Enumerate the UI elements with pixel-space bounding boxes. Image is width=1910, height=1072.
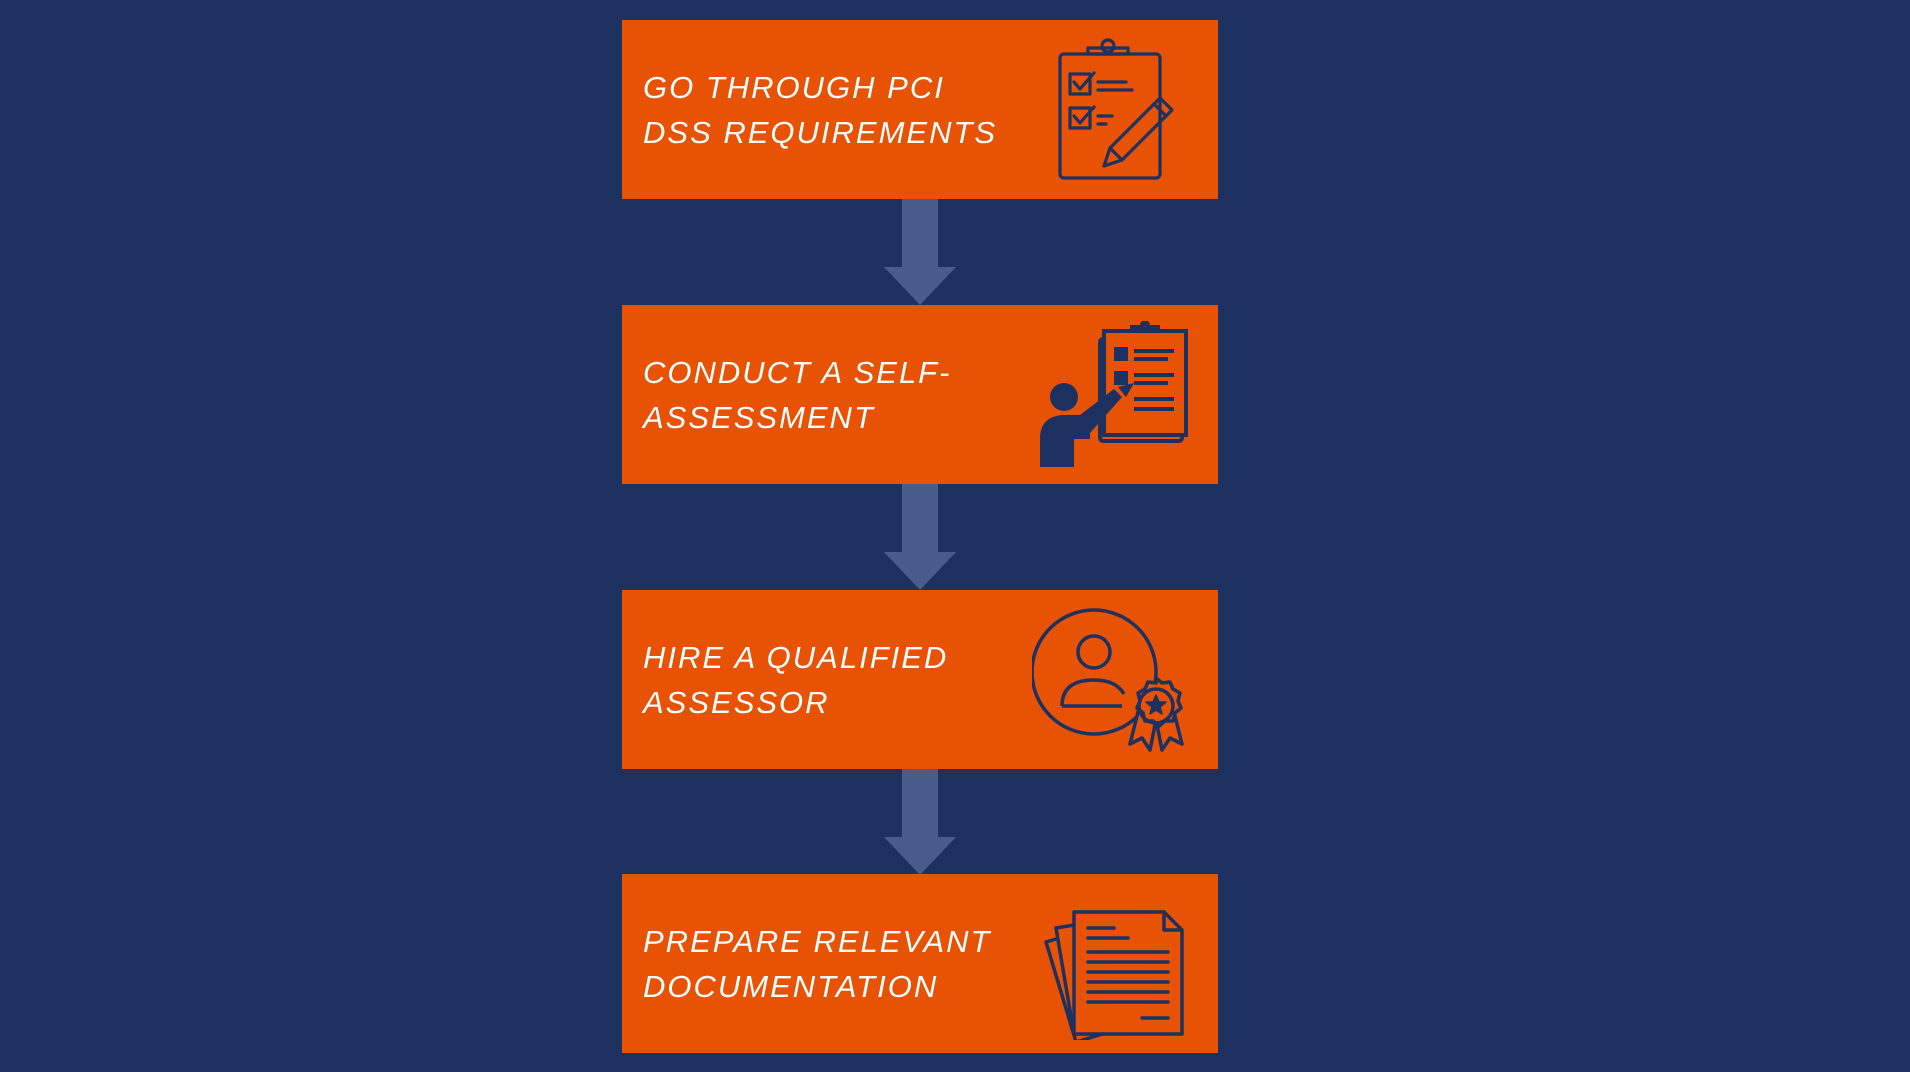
step-box-3: HIRE A QUALIFIED ASSESSOR <box>622 590 1218 769</box>
step-label-1: GO THROUGH PCI DSS REQUIREMENTS <box>643 65 1003 155</box>
step-4-line-2: DOCUMENTATION <box>643 968 939 1004</box>
step-box-4: PREPARE RELEVANT DOCUMENTATION <box>622 874 1218 1053</box>
step-label-2: CONDUCT A SELF- ASSESSMENT <box>643 350 1003 440</box>
person-award-badge-icon <box>1032 608 1184 752</box>
step-2-line-2: ASSESSMENT <box>643 399 875 435</box>
flow-arrow-3 <box>884 769 956 875</box>
step-label-4: PREPARE RELEVANT DOCUMENTATION <box>643 919 1003 1009</box>
flow-arrow-2 <box>884 484 956 590</box>
flow-arrow-1 <box>884 199 956 305</box>
step-4-line-1: PREPARE RELEVANT <box>643 923 992 959</box>
step-1-line-2: DSS REQUIREMENTS <box>643 114 998 150</box>
step-1-line-1: GO THROUGH PCI <box>643 69 945 105</box>
step-2-line-1: CONDUCT A SELF- <box>643 354 952 390</box>
document-stack-icon <box>1044 910 1184 1040</box>
step-box-1: GO THROUGH PCI DSS REQUIREMENTS <box>622 20 1218 199</box>
person-presenting-checklist-icon <box>1040 321 1188 467</box>
clipboard-checklist-pencil-icon <box>1058 38 1174 180</box>
step-label-3: HIRE A QUALIFIED ASSESSOR <box>643 635 1003 725</box>
step-3-line-2: ASSESSOR <box>643 684 830 720</box>
step-box-2: CONDUCT A SELF- ASSESSMENT <box>622 305 1218 484</box>
step-3-line-1: HIRE A QUALIFIED <box>643 639 949 675</box>
